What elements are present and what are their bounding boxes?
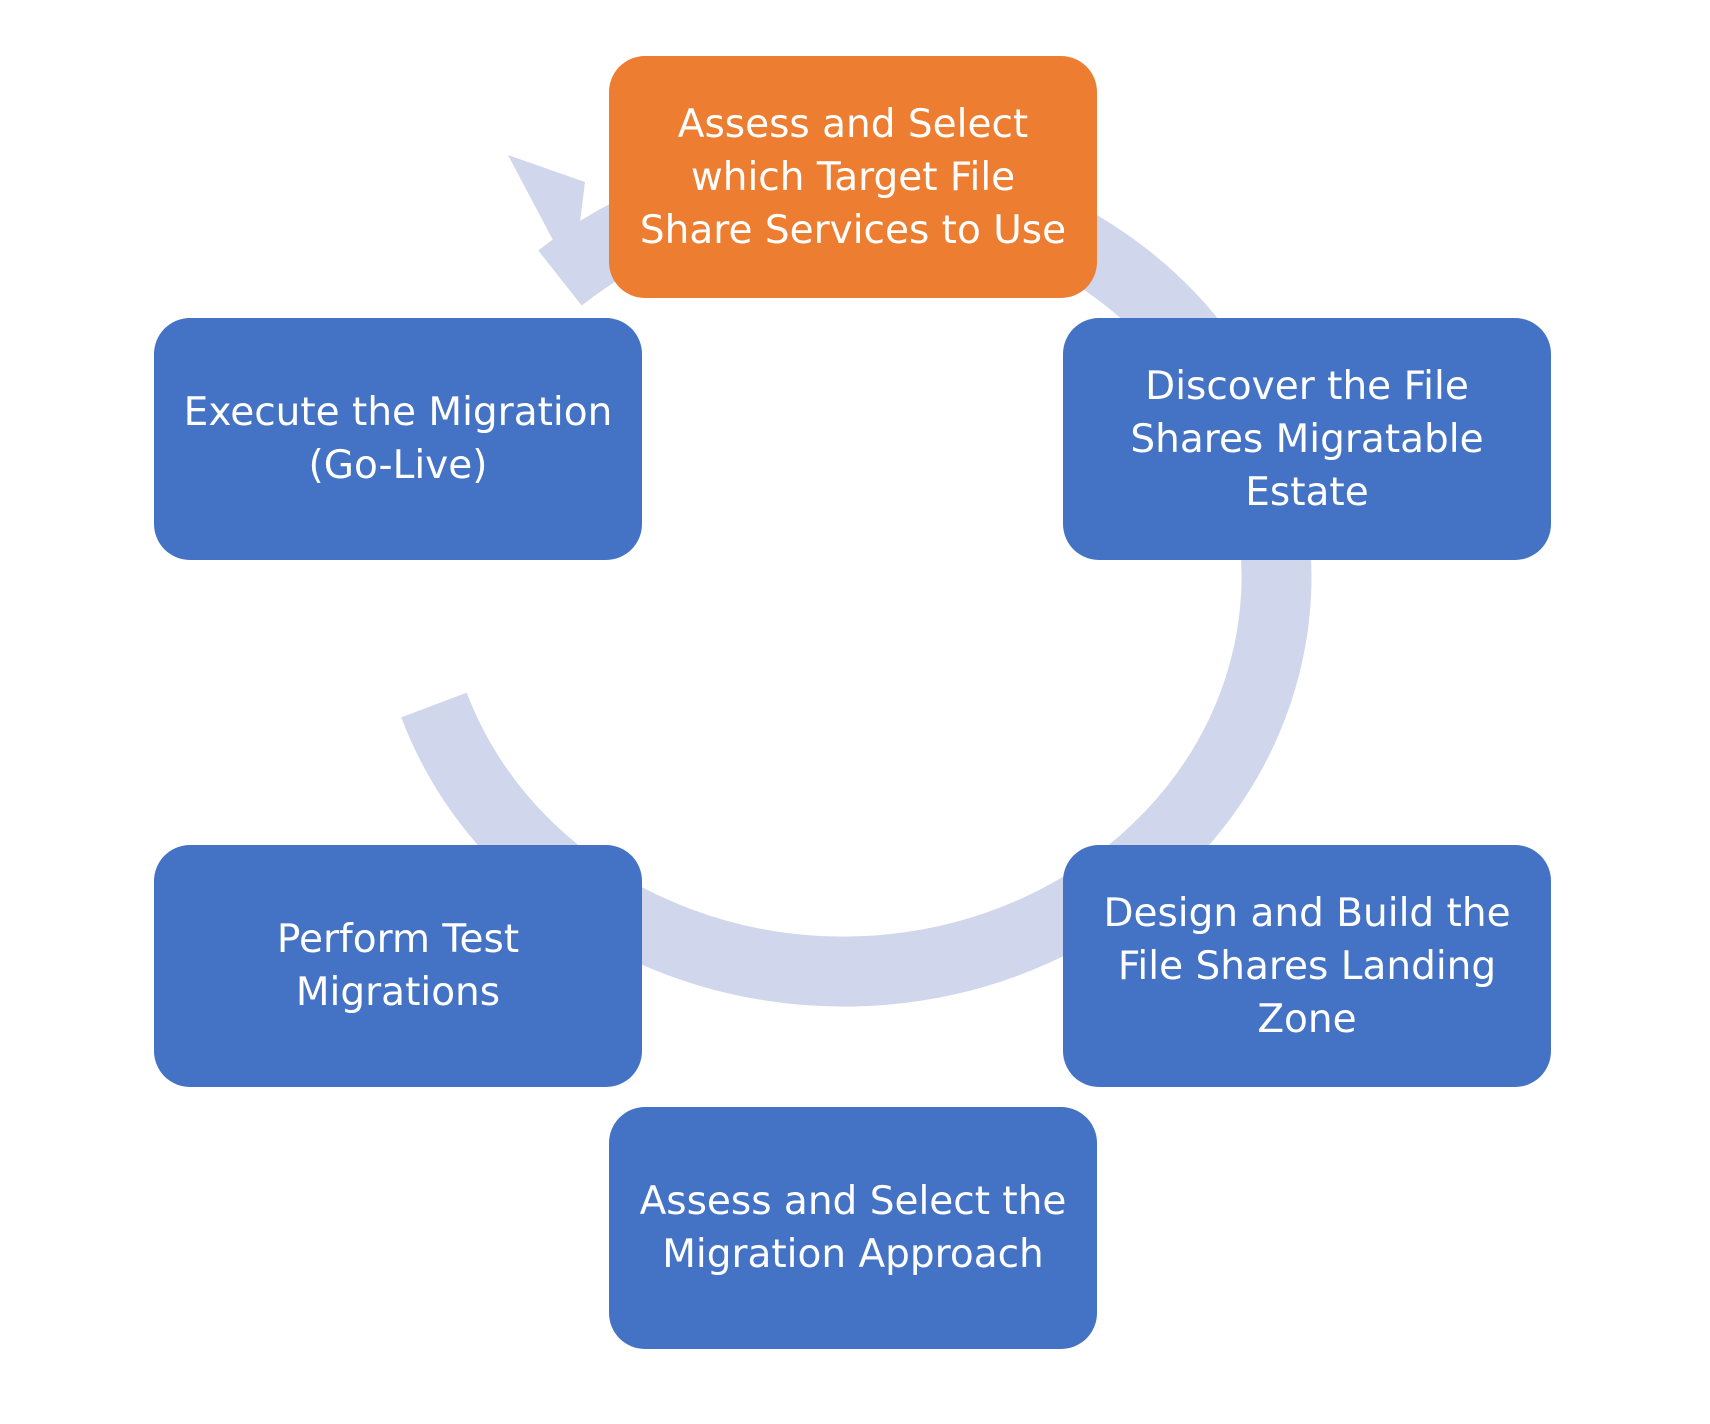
step-label: Assess and Select the Migration Approach [639,1179,1067,1277]
step-design-landing-zone[interactable]: Design and Build the File Shares Landing… [1063,845,1551,1087]
step-assess-migration-approach[interactable]: Assess and Select the Migration Approach [609,1107,1097,1349]
cycle-arrowhead [508,155,585,278]
step-label: Assess and Select which Target File Shar… [639,101,1067,253]
step-assess-target-services[interactable]: Assess and Select which Target File Shar… [609,56,1097,298]
step-label: Perform Test Migrations [276,917,520,1015]
step-label: Discover the File Shares Migratable Esta… [1130,363,1484,515]
step-execute-migration[interactable]: Execute the Migration (Go-Live) [154,318,642,560]
step-test-migrations[interactable]: Perform Test Migrations [154,845,642,1087]
step-label: Design and Build the File Shares Landing… [1103,890,1511,1042]
step-label: Execute the Migration (Go-Live) [183,390,613,488]
step-discover-estate[interactable]: Discover the File Shares Migratable Esta… [1063,318,1551,560]
